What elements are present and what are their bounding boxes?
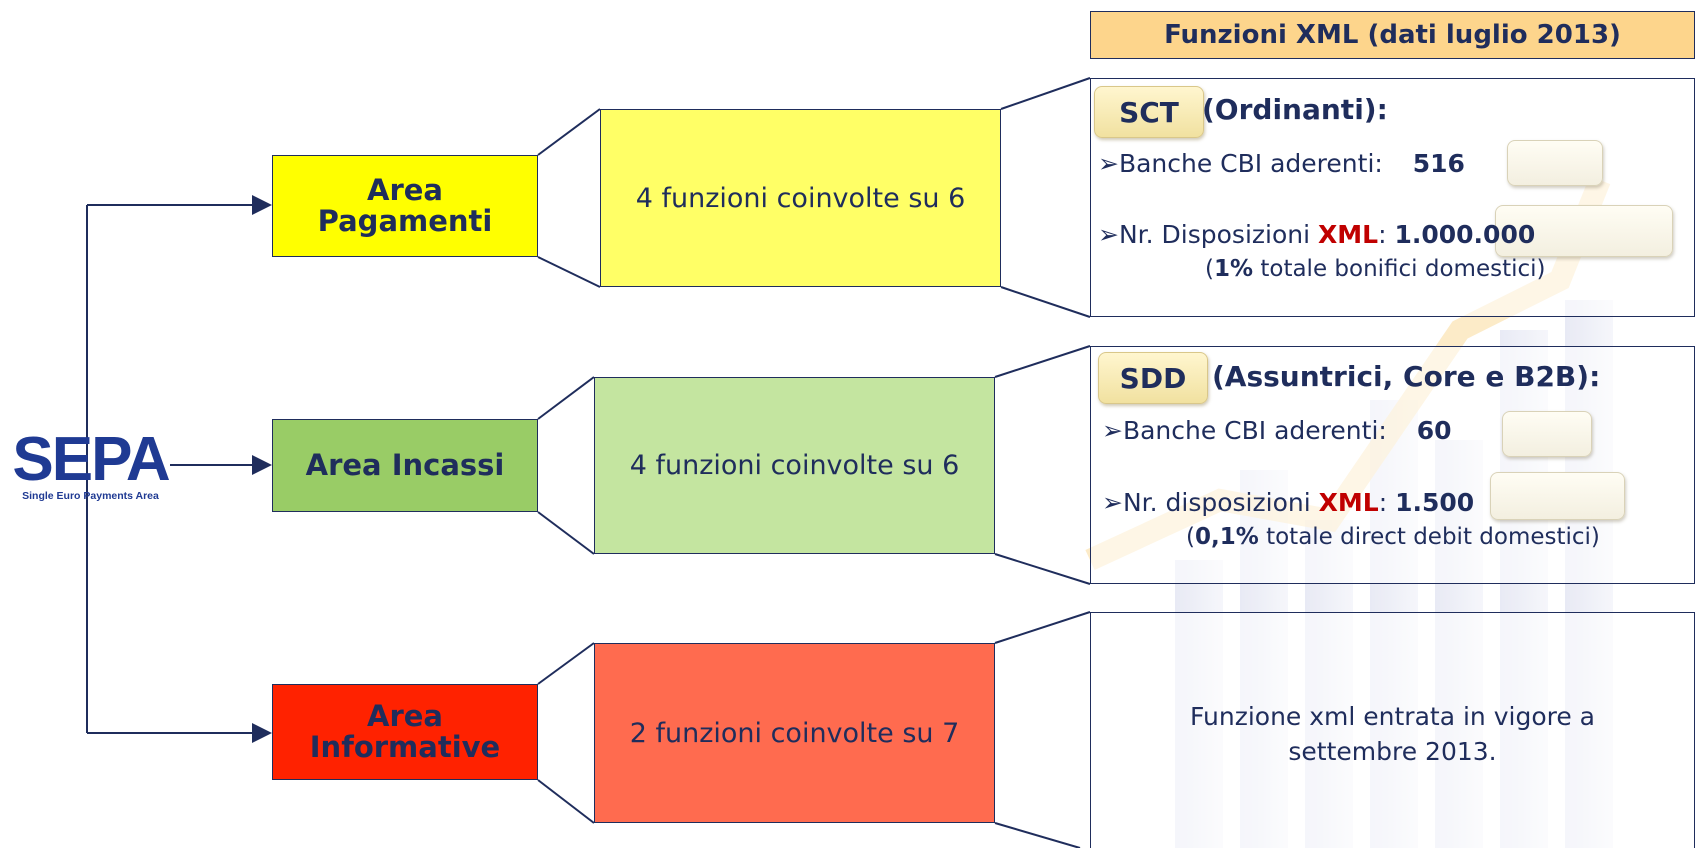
sct-disp-label: Nr. Disposizioni: [1118, 220, 1318, 249]
sepa-logo: SEPA Single Euro Payments Area: [8, 425, 173, 503]
sdd-disp-row: ➢Nr. disposizioni XML: 1.500: [1102, 488, 1474, 517]
sct-banks-label: Banche CBI aderenti:: [1118, 149, 1383, 178]
sct-banks-row: ➢Banche CBI aderenti: 516: [1098, 149, 1465, 178]
sct-note: (1% totale bonifici domestici): [1205, 256, 1546, 282]
sdd-note: (0,1% totale direct debit domestici): [1186, 524, 1600, 550]
sdd-disp-value: 1.500: [1395, 488, 1475, 517]
incassi-functions-text: 4 funzioni coinvolte su 6: [629, 450, 960, 481]
sdd-colon: :: [1378, 488, 1396, 517]
area-pagamenti-label-line2: Pagamenti: [317, 204, 493, 238]
area-informative-label-line1: Area: [367, 699, 443, 733]
sdd-tag: SDD: [1098, 352, 1208, 404]
area-informative-label-line2: Informative: [309, 730, 501, 764]
sdd-disp-value-box: [1490, 472, 1625, 520]
info-panel: [1090, 612, 1695, 848]
sct-colon: :: [1378, 220, 1395, 249]
info-text-line2: settembre 2013.: [1288, 737, 1497, 766]
info-text-line1: Funzione xml entrata in vigore a: [1190, 702, 1595, 731]
sdd-tag-text: SDD: [1119, 361, 1187, 395]
pagamenti-functions-text: 4 funzioni coinvolte su 6: [635, 182, 966, 214]
sdd-xml-label: XML: [1318, 488, 1379, 517]
informative-functions-text: 2 funzioni coinvolte su 7: [629, 717, 960, 749]
sepa-logo-text: SEPA: [12, 425, 170, 494]
sct-banks-value-box: [1507, 140, 1603, 186]
sepa-logo-subtitle: Single Euro Payments Area: [22, 490, 159, 502]
sdd-banks-row: ➢Banche CBI aderenti: 60: [1102, 416, 1452, 445]
incassi-functions-box: 4 funzioni coinvolte su 6: [594, 377, 995, 554]
sct-note-open: (: [1205, 256, 1214, 282]
xml-functions-header-text: Funzioni XML (dati luglio 2013): [1164, 20, 1621, 50]
sct-disp-row: ➢Nr. Disposizioni XML: 1.000.000: [1098, 220, 1535, 249]
sct-disp-value-box: [1495, 205, 1673, 257]
sct-banks-value: 516: [1412, 149, 1465, 178]
sct-tag-text: SCT: [1119, 95, 1179, 129]
sdd-note-pct: 0,1%: [1194, 524, 1259, 550]
area-pagamenti-box: Area Pagamenti: [272, 155, 538, 257]
sdd-banks-value-box: [1502, 411, 1592, 457]
sdd-banks-value: 60: [1416, 416, 1452, 445]
sct-note-pct: 1%: [1213, 256, 1254, 282]
area-incassi-label: Area Incassi: [305, 448, 505, 482]
area-pagamenti-label-line1: Area: [367, 173, 443, 207]
sdd-bullet-2: ➢: [1102, 488, 1123, 517]
sdd-bullet-1: ➢: [1102, 416, 1123, 445]
sdd-banks-label: Banche CBI aderenti:: [1122, 416, 1387, 445]
sct-note-rest: totale bonifici domestici): [1253, 256, 1546, 282]
sct-title: (Ordinanti):: [1202, 93, 1388, 126]
sct-disp-value: 1.000.000: [1394, 220, 1536, 249]
informative-functions-box: 2 funzioni coinvolte su 7: [594, 643, 995, 823]
sdd-disp-label: Nr. disposizioni: [1122, 488, 1319, 517]
xml-functions-header: Funzioni XML (dati luglio 2013): [1090, 11, 1695, 59]
sdd-note-open: (: [1186, 524, 1195, 550]
area-informative-box: Area Informative: [272, 684, 538, 780]
area-incassi-box: Area Incassi: [272, 419, 538, 512]
sct-xml-label: XML: [1318, 220, 1379, 249]
info-text: Funzione xml entrata in vigore a settemb…: [1100, 699, 1685, 769]
sct-bullet-1: ➢: [1098, 149, 1119, 178]
sct-tag: SCT: [1094, 86, 1204, 138]
pagamenti-functions-box: 4 funzioni coinvolte su 6: [600, 109, 1001, 287]
sct-bullet-2: ➢: [1098, 220, 1119, 249]
sdd-note-rest: totale direct debit domestici): [1258, 524, 1600, 550]
sdd-title: (Assuntrici, Core e B2B):: [1212, 360, 1601, 393]
